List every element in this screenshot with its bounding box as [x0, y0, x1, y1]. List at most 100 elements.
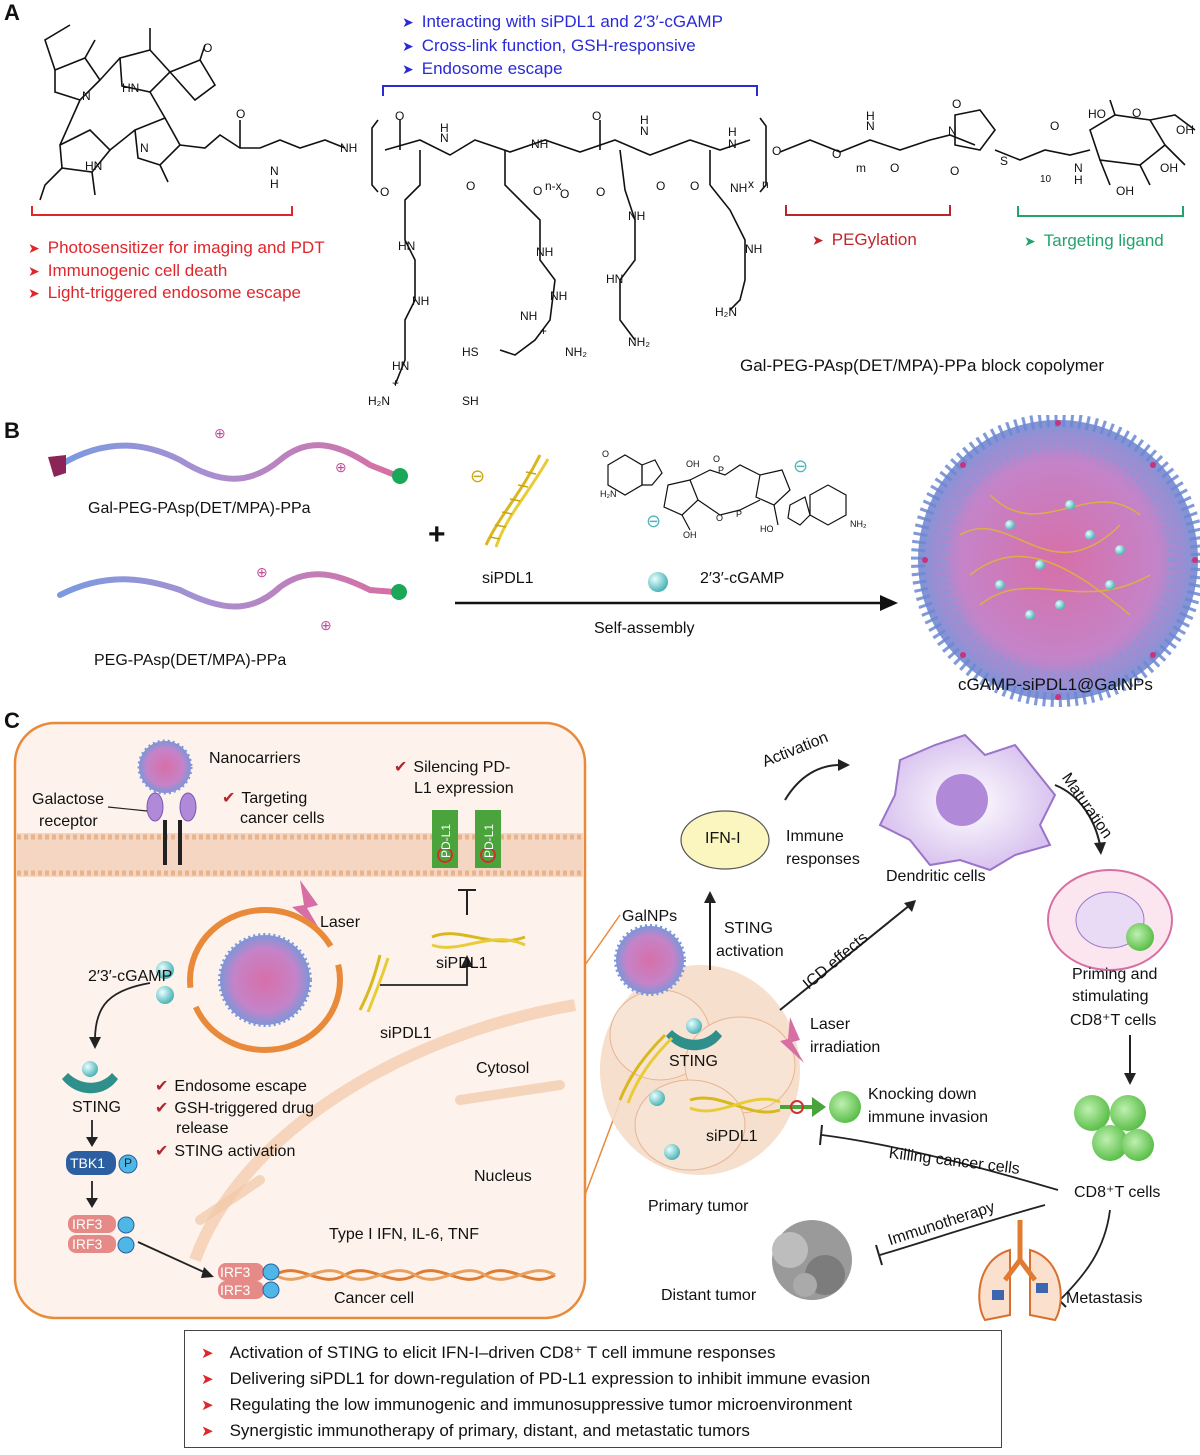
svg-text:NH: NH — [340, 141, 357, 155]
svg-text:H: H — [728, 125, 737, 139]
priming-label-2: stimulating — [1072, 988, 1149, 1005]
nucleus-label: Nucleus — [474, 1168, 532, 1185]
galactose-label: Galactose — [32, 791, 105, 808]
svg-text:N: N — [866, 119, 875, 133]
svg-text:+: + — [540, 324, 547, 338]
summary-item-3: Regulating the low immunogenic and immun… — [201, 1395, 853, 1415]
svg-text:NH: NH — [628, 209, 645, 223]
distant-tumor-label: Distant tumor — [661, 1287, 757, 1304]
ligand-bracket — [1017, 206, 1184, 217]
svg-text:NH: NH — [531, 137, 548, 151]
tbk1-label: TBK1 — [70, 1155, 106, 1171]
dendritic-label: Dendritic cells — [886, 868, 986, 885]
panel-letter-a: A — [4, 0, 20, 25]
galnps-icon — [614, 924, 686, 996]
copolymer-structure: N HN HN N O O NH NH O NH O O NH n-x O NH… — [31, 24, 1196, 408]
sirna-helix-icon — [484, 454, 550, 548]
svg-text:NH: NH — [550, 289, 567, 303]
svg-text:H: H — [270, 177, 279, 191]
svg-text:HN: HN — [85, 159, 102, 173]
blue-bullet-1: Interacting with siPDL1 and 2′3′-cGAMP — [402, 12, 723, 32]
receptor-label: receptor — [39, 813, 98, 830]
priming-label-3: CD8⁺T cells — [1070, 1012, 1157, 1029]
svg-text:N: N — [82, 89, 91, 103]
laser-irradiation-2: irradiation — [810, 1039, 881, 1056]
primary-tumor-label: Primary tumor — [648, 1198, 749, 1215]
svg-text:n-x: n-x — [545, 179, 562, 193]
svg-text:x: x — [748, 177, 754, 191]
sirna-label: siPDL1 — [482, 570, 534, 587]
nanocarriers-label: Nanocarriers — [209, 750, 301, 767]
svg-text:HN: HN — [392, 359, 409, 373]
immune-label-2: responses — [786, 851, 860, 868]
laser-label: Laser — [320, 914, 361, 931]
plus-sign: + — [428, 518, 446, 551]
blue-bullet-3: Endosome escape — [402, 59, 563, 79]
svg-text:H₂N: H₂N — [600, 489, 617, 499]
cyclopentanone-ring — [168, 59, 217, 102]
nanoparticle-icon — [918, 420, 1198, 700]
svg-text:O: O — [832, 147, 841, 161]
immune-label-1: Immune — [786, 828, 844, 845]
irf3-icon-1 — [68, 1215, 116, 1233]
svg-text:n: n — [762, 177, 769, 191]
svg-text:O: O — [716, 513, 723, 523]
photosensitizer-bracket — [31, 206, 293, 216]
peg-bracket — [785, 205, 951, 216]
targeting-ligand-label: Targeting ligand — [1024, 231, 1164, 251]
svg-text:O: O — [772, 144, 781, 158]
check-release: release — [176, 1120, 229, 1137]
svg-text:SH: SH — [462, 394, 479, 408]
lungs-icon — [978, 1220, 1062, 1322]
irf3-label-4: IRF3 — [220, 1282, 251, 1298]
svg-text:NH: NH — [412, 294, 429, 308]
sting-activation-2: activation — [716, 943, 784, 960]
irf3-label-2: IRF3 — [72, 1236, 103, 1252]
pyrrole-ring-1 — [54, 57, 102, 101]
svg-text:NH₂: NH₂ — [850, 519, 867, 529]
maleimide-ring — [954, 109, 996, 151]
p-label-1: P — [124, 1156, 133, 1170]
cgamp-structure — [607, 454, 847, 531]
laser-bolt-icon — [292, 880, 320, 930]
panel-letter-b: B — [4, 418, 20, 443]
svg-text:O: O — [395, 109, 404, 123]
laser-irradiation-1: Laser — [810, 1016, 851, 1033]
product-label: cGAMP-siPDL1@GalNPs — [958, 675, 1153, 694]
svg-text:HS: HS — [462, 345, 479, 359]
galactose-ligand-icon — [48, 455, 66, 477]
pdl1-label-2: PD-L1 — [482, 824, 496, 859]
tbk1-icon — [66, 1151, 116, 1175]
svg-text:H: H — [640, 113, 649, 127]
svg-text:H: H — [866, 109, 875, 123]
targeting-label-2: cancer cells — [240, 810, 325, 827]
svg-text:OH: OH — [1116, 184, 1134, 198]
sting-icon — [62, 1073, 118, 1094]
svg-text:O: O — [890, 161, 899, 175]
cancer-cell-label: Cancer cell — [334, 1290, 415, 1307]
svg-text:m: m — [856, 161, 866, 175]
pyrrole-ring-4 — [134, 116, 181, 166]
knock-label-2: immune invasion — [868, 1109, 989, 1126]
knock-label-1: Knocking down — [868, 1086, 977, 1103]
svg-text:O: O — [236, 107, 245, 121]
pdl1-protein-1 — [432, 810, 458, 868]
blue-bullet-2: Cross-link function, GSH-responsive — [402, 36, 696, 56]
svg-text:HN: HN — [398, 239, 415, 253]
svg-text:N: N — [1074, 161, 1083, 175]
sipdl1-tumor-label: siPDL1 — [706, 1128, 758, 1145]
svg-text:N: N — [728, 137, 737, 151]
svg-text:⊖: ⊖ — [646, 511, 661, 531]
cgamp-label: 2′3′-cGAMP — [700, 570, 785, 587]
summary-box: Activation of STING to elicit IFN-I–driv… — [184, 1330, 1002, 1448]
pdl1-protein-2 — [475, 810, 501, 868]
svg-text:NH: NH — [730, 181, 747, 195]
svg-text:OH: OH — [1160, 161, 1178, 175]
svg-text:O: O — [592, 109, 601, 123]
cytokines-label: Type I IFN, IL-6, TNF — [329, 1226, 479, 1243]
red-bullet-2: Immunogenic cell death — [28, 261, 228, 281]
svg-text:NH₂: NH₂ — [565, 345, 587, 359]
svg-text:⊖: ⊖ — [793, 456, 808, 476]
svg-text:O: O — [596, 185, 605, 199]
svg-text:H₂N: H₂N — [368, 394, 390, 408]
